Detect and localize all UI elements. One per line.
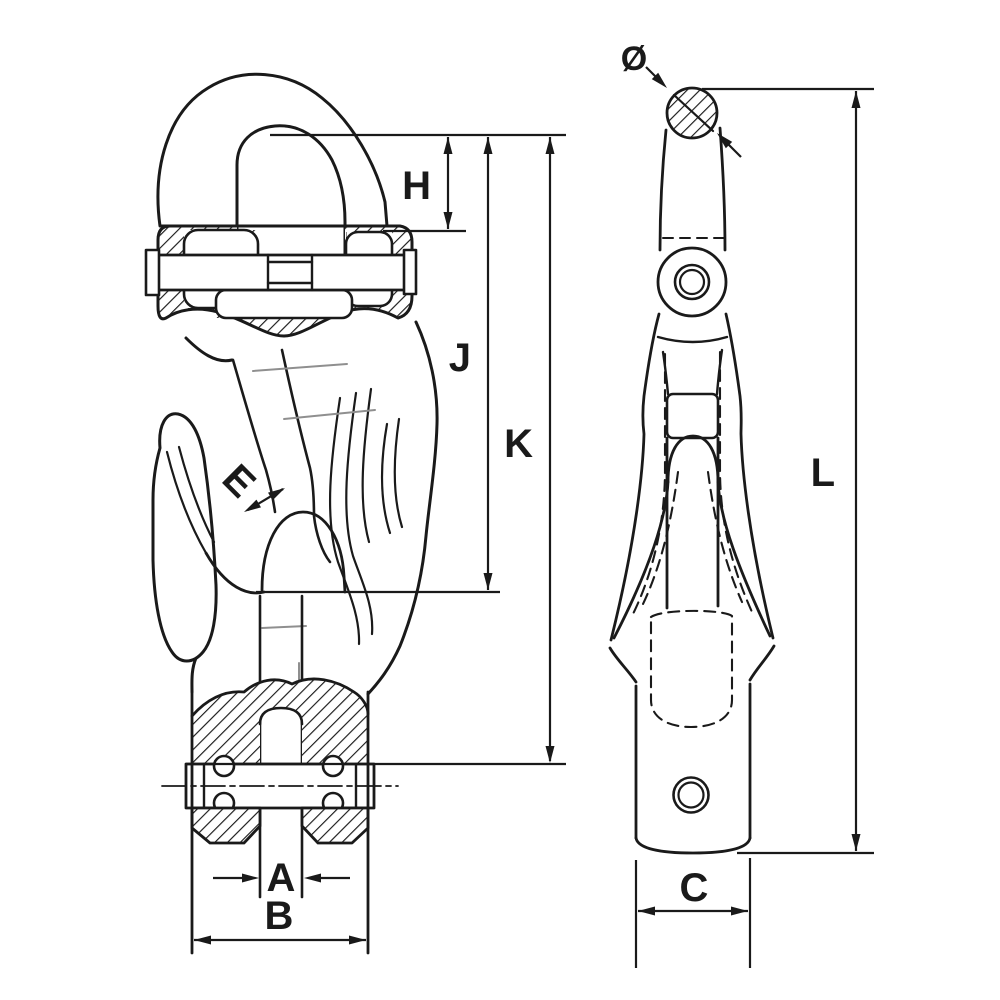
chain-pocket xyxy=(665,392,720,440)
coupling-link xyxy=(156,72,389,258)
side-view xyxy=(608,86,776,855)
dimension-label-c: C xyxy=(680,866,709,910)
hook-body-outline xyxy=(184,320,439,696)
dimensions: H J K A B E Ø L C xyxy=(186,40,874,968)
front-view xyxy=(144,72,439,955)
bolt-boss xyxy=(656,246,728,318)
relief-arcs xyxy=(328,387,404,646)
dimension-label-b: B xyxy=(265,894,294,938)
arrowheads xyxy=(194,72,861,945)
foot xyxy=(634,682,752,855)
dia-arrow-shaft-2 xyxy=(726,142,742,158)
dimension-label-l: L xyxy=(811,451,835,495)
side-body-outline xyxy=(608,312,776,684)
dimension-label-diameter: Ø xyxy=(621,40,647,78)
dimension-label-a: A xyxy=(267,856,296,900)
pocket-funnel xyxy=(661,348,724,396)
clevis-bolt xyxy=(144,248,418,297)
stem xyxy=(658,126,727,252)
faint-parting-lines xyxy=(252,363,376,700)
dimension-label-j: J xyxy=(449,336,471,380)
hook-jaw-tip xyxy=(151,412,218,663)
dimension-label-h: H xyxy=(402,164,431,208)
inner-arch xyxy=(612,434,772,640)
foot-pin-hole xyxy=(672,776,710,814)
bottom-clevis xyxy=(161,594,399,955)
jaw-inner-lines xyxy=(165,445,216,555)
dimension-label-k: K xyxy=(504,422,533,466)
hidden-lines xyxy=(631,350,754,729)
